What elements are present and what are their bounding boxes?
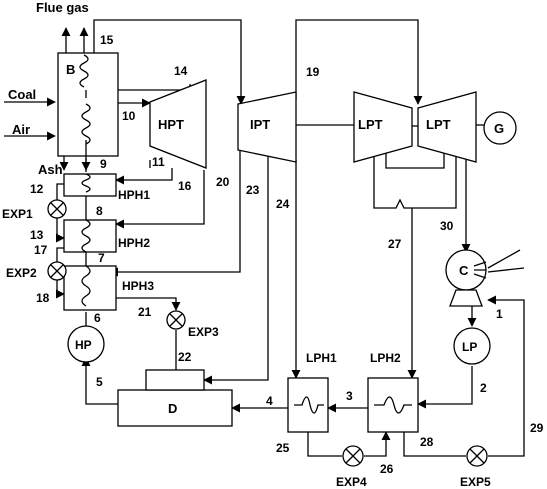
lph1-label: LPH1 — [306, 351, 337, 365]
exp3-valve — [166, 310, 186, 330]
stream-21: 21 — [138, 305, 152, 319]
stream-24: 24 — [276, 197, 290, 211]
lp-pump: LP — [453, 327, 491, 365]
lph1-heater — [287, 377, 329, 433]
stream-4: 4 — [266, 394, 273, 408]
ash-label: Ash — [38, 162, 63, 177]
stream-7: 7 — [98, 251, 105, 265]
lph2-heater — [367, 377, 419, 433]
exp4-valve — [342, 445, 364, 467]
stream-6: 6 — [94, 311, 101, 325]
hph1-label: HPH1 — [118, 188, 150, 202]
generator-label: G — [494, 121, 504, 136]
ipt-label: IPT — [250, 117, 270, 132]
stream-22: 22 — [178, 350, 192, 364]
stream-9: 9 — [100, 157, 107, 171]
condenser: C — [445, 249, 487, 307]
lpt-turbine: LPT LPT — [353, 91, 477, 163]
lph2-label: LPH2 — [370, 351, 401, 365]
exp2-label: EXP2 — [6, 266, 37, 280]
stream-23: 23 — [246, 183, 260, 197]
stream-17: 17 — [34, 243, 48, 257]
stream-numbers: 1 2 3 4 5 6 7 8 9 10 11 12 13 14 15 16 1… — [30, 33, 544, 476]
lpt-left-label: LPT — [358, 117, 383, 132]
generator: G — [483, 111, 517, 145]
exp3-label: EXP3 — [188, 325, 219, 339]
stream-15: 15 — [100, 33, 114, 47]
pipes — [4, 19, 525, 457]
condenser-label: C — [459, 263, 469, 278]
stream-13: 13 — [30, 228, 44, 242]
deaerator-label: D — [168, 401, 177, 416]
stream-10: 10 — [122, 109, 136, 123]
deaerator: D — [117, 369, 233, 427]
stream-14: 14 — [174, 64, 188, 78]
hph2-label: HPH2 — [118, 236, 150, 250]
stream-3: 3 — [346, 389, 353, 403]
lp-pump-label: LP — [462, 340, 477, 354]
hph3-label: HPH3 — [122, 279, 154, 293]
stream-25: 25 — [276, 441, 290, 455]
hp-pump-label: HP — [75, 338, 92, 352]
text-labels: Flue gas Coal Air Ash LPH1 LPH2 EXP1 EXP… — [2, 0, 491, 489]
exp5-label: EXP5 — [460, 475, 491, 489]
exp1-label: EXP1 — [2, 207, 33, 221]
hph2-heater: HPH2 — [63, 219, 150, 253]
stream-26: 26 — [380, 462, 394, 476]
stream-1: 1 — [496, 307, 503, 321]
stream-20: 20 — [216, 175, 230, 189]
air-label: Air — [12, 122, 30, 137]
stream-2: 2 — [480, 381, 487, 395]
stream-19: 19 — [306, 65, 320, 79]
hph1-heater: HPH1 — [63, 173, 150, 202]
hpt-turbine: HPT — [149, 79, 207, 169]
coal-label: Coal — [8, 87, 36, 102]
exp2-valve — [47, 261, 67, 281]
stream-11: 11 — [152, 155, 165, 169]
ipt-turbine: IPT — [237, 91, 297, 163]
stream-12: 12 — [30, 182, 44, 196]
exp4-label: EXP4 — [336, 475, 367, 489]
lpt-right-label: LPT — [426, 117, 451, 132]
stream-5: 5 — [96, 375, 103, 389]
stream-18: 18 — [36, 291, 50, 305]
hpt-label: HPT — [158, 117, 184, 132]
stream-27: 27 — [388, 237, 402, 251]
hph3-heater: HPH3 — [63, 265, 154, 311]
stream-28: 28 — [420, 435, 434, 449]
exp5-valve — [466, 445, 488, 467]
stream-29: 29 — [530, 421, 544, 435]
boiler-label: B — [66, 62, 75, 77]
boiler: B — [57, 52, 119, 157]
hp-pump: HP — [67, 325, 105, 363]
flue-gas-label: Flue gas — [36, 0, 89, 15]
stream-30: 30 — [440, 219, 454, 233]
stream-16: 16 — [178, 179, 192, 193]
stream-8: 8 — [96, 204, 103, 218]
exp1-valve — [47, 199, 67, 219]
